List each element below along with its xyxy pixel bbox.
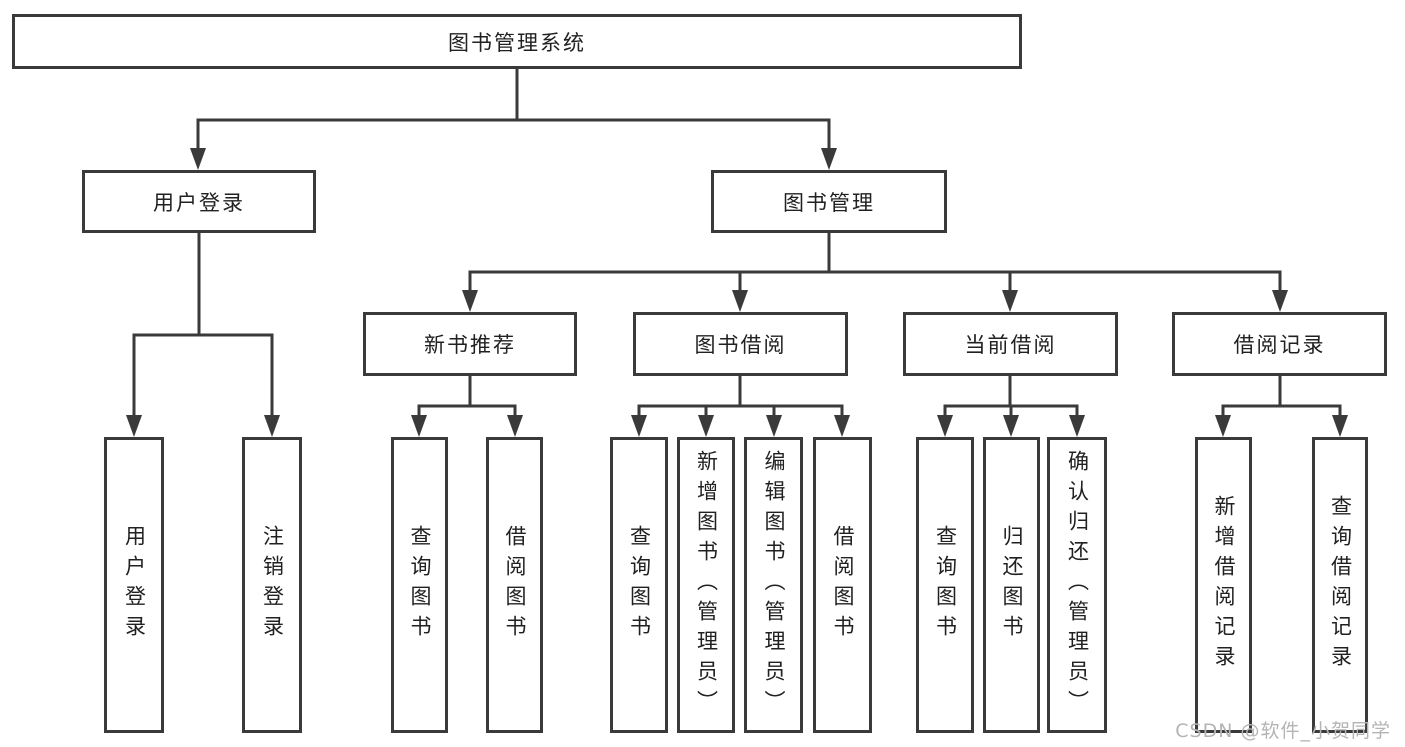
node-user-login: 用户登录 bbox=[82, 170, 316, 233]
leaf-borrow-books: 借阅图书 bbox=[813, 437, 872, 733]
leaf-add-books-admin: 新增图书（管理员） bbox=[677, 437, 735, 733]
arrowhead bbox=[264, 415, 280, 437]
leaf-confirm-return-admin: 确认归还（管理员） bbox=[1047, 437, 1107, 733]
connector-root-to-level2 bbox=[190, 67, 837, 170]
connector-new-books-children bbox=[411, 374, 523, 437]
arrowhead bbox=[631, 415, 647, 437]
node-current-borrowing: 当前借阅 bbox=[903, 312, 1118, 376]
node-label: 新增图书（管理员） bbox=[694, 450, 719, 720]
arrowhead bbox=[126, 415, 142, 437]
node-label: 图书管理 bbox=[783, 190, 875, 215]
node-label: 借阅图书 bbox=[831, 525, 855, 645]
connector-book-borrow-children bbox=[631, 374, 850, 437]
node-label: 编辑图书（管理员） bbox=[762, 450, 786, 720]
node-label: 查询图书 bbox=[933, 525, 958, 645]
arrowhead bbox=[1272, 290, 1288, 312]
node-label: 图书管理系统 bbox=[448, 30, 586, 55]
arrowhead bbox=[732, 290, 748, 312]
arrowhead bbox=[834, 415, 850, 437]
node-label: 图书借阅 bbox=[694, 333, 787, 357]
leaf-query-books-borrowing: 查询图书 bbox=[610, 437, 668, 733]
arrowhead bbox=[1069, 415, 1085, 437]
arrowhead bbox=[190, 148, 206, 170]
node-book-management: 图书管理 bbox=[711, 170, 947, 233]
node-label: 新增借阅记录 bbox=[1212, 495, 1236, 675]
node-label: 用户登录 bbox=[153, 190, 245, 215]
node-label: 用户登录 bbox=[122, 525, 147, 645]
node-root-library-system: 图书管理系统 bbox=[12, 14, 1022, 69]
leaf-user-login: 用户登录 bbox=[104, 437, 164, 733]
arrowhead bbox=[937, 415, 953, 437]
leaf-return-books: 归还图书 bbox=[983, 437, 1040, 733]
node-book-borrowing: 图书借阅 bbox=[633, 312, 848, 376]
arrowhead bbox=[1215, 415, 1231, 437]
arrowhead bbox=[1003, 415, 1019, 437]
node-new-book-recommend: 新书推荐 bbox=[363, 312, 577, 376]
node-label: 新书推荐 bbox=[424, 333, 516, 357]
node-label: 查询图书 bbox=[408, 525, 432, 645]
node-label: 借阅图书 bbox=[503, 525, 527, 645]
arrowhead bbox=[698, 415, 714, 437]
leaf-query-books-recommend: 查询图书 bbox=[391, 437, 448, 733]
arrowhead bbox=[462, 290, 478, 312]
arrowhead bbox=[821, 148, 837, 170]
arrowhead bbox=[766, 415, 782, 437]
csdn-watermark: CSDN @软件_小贺同学 bbox=[1175, 720, 1391, 742]
leaf-edit-books-admin: 编辑图书（管理员） bbox=[744, 437, 803, 733]
arrowhead bbox=[411, 415, 427, 437]
leaf-borrow-books-recommend: 借阅图书 bbox=[486, 437, 543, 733]
node-label: 查询图书 bbox=[627, 525, 652, 645]
node-label: 注销登录 bbox=[260, 525, 285, 645]
connector-current-borrow-children bbox=[937, 374, 1085, 437]
node-borrowing-records: 借阅记录 bbox=[1172, 312, 1387, 376]
connector-user-login-children bbox=[126, 231, 280, 437]
connector-book-mgmt-to-level3 bbox=[462, 231, 1288, 312]
node-label: 借阅记录 bbox=[1233, 333, 1326, 357]
arrowhead bbox=[1002, 290, 1018, 312]
node-label: 确认归还（管理员） bbox=[1065, 450, 1090, 720]
node-label: 当前借阅 bbox=[964, 333, 1057, 357]
connector-borrow-records-children bbox=[1215, 374, 1348, 437]
arrowhead bbox=[1332, 415, 1348, 437]
arrowhead bbox=[507, 415, 523, 437]
node-label: 查询借阅记录 bbox=[1328, 495, 1353, 675]
node-label: 归还图书 bbox=[1000, 525, 1024, 645]
leaf-query-books-current: 查询图书 bbox=[916, 437, 974, 733]
leaf-add-borrow-record: 新增借阅记录 bbox=[1195, 437, 1252, 733]
leaf-logout: 注销登录 bbox=[242, 437, 302, 733]
leaf-query-borrow-record: 查询借阅记录 bbox=[1312, 437, 1368, 733]
